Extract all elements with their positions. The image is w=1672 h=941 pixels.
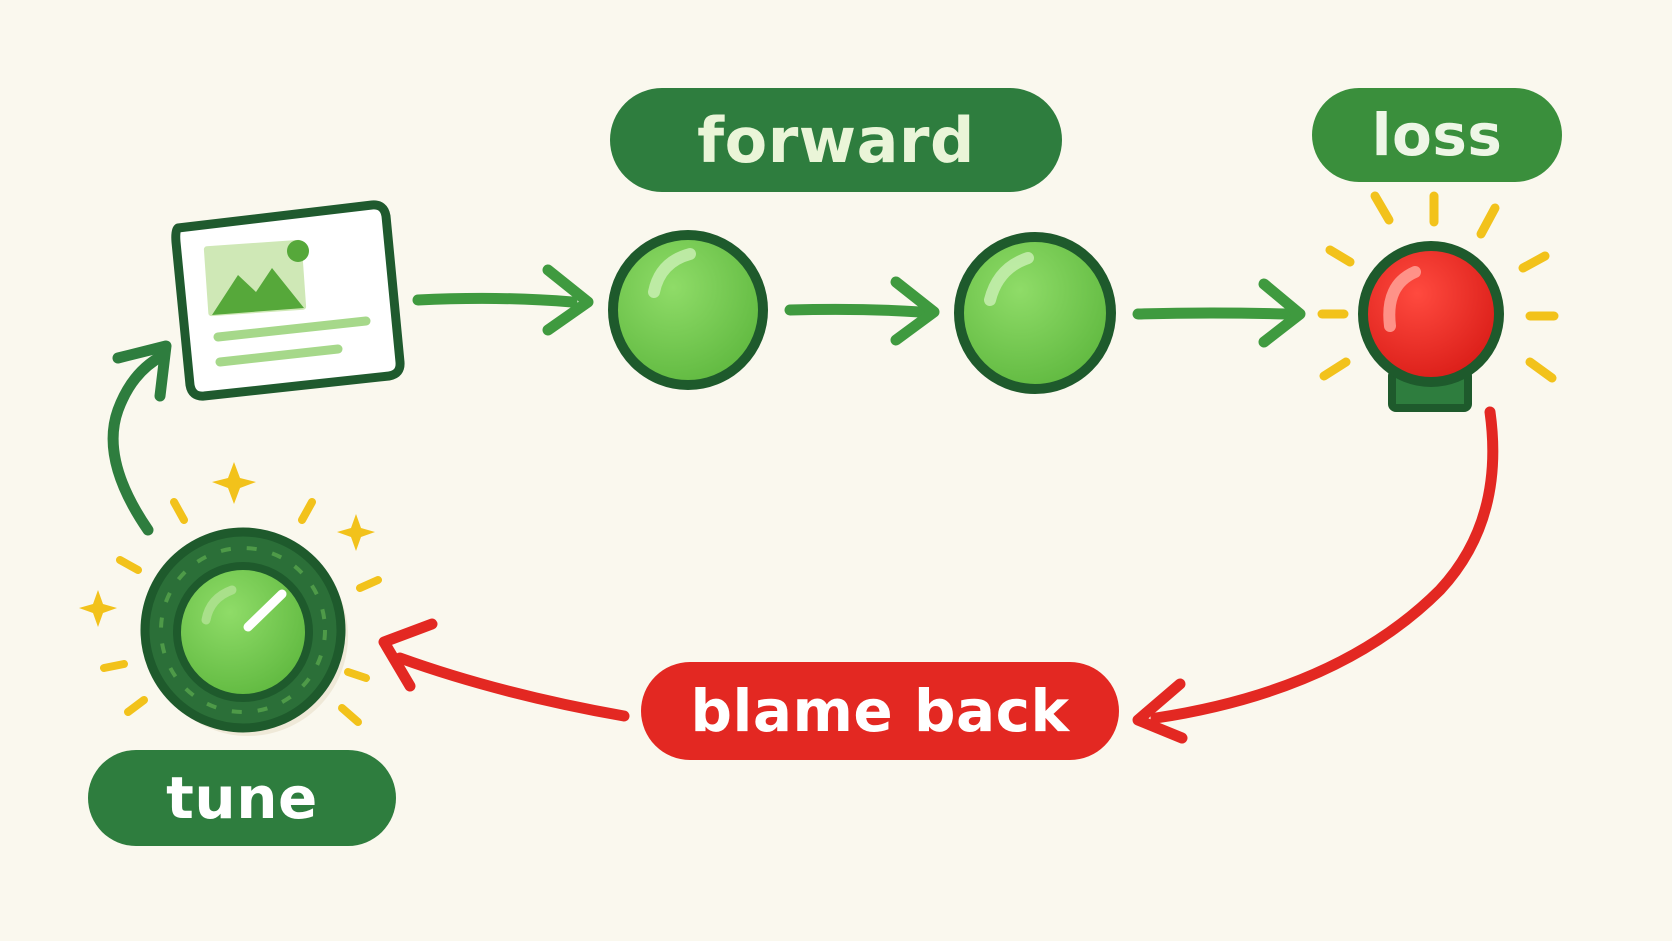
return-arrow bbox=[107, 340, 172, 536]
loss-label: loss bbox=[1312, 88, 1562, 182]
forward-label: forward bbox=[610, 88, 1062, 192]
layer-node-2-icon bbox=[954, 232, 1116, 394]
forward-arrow-3 bbox=[1132, 278, 1306, 348]
blame-back-label: blame back bbox=[641, 662, 1119, 760]
tune-label: tune bbox=[88, 750, 396, 846]
image-card-icon bbox=[171, 200, 405, 401]
backprop-arrow-1 bbox=[1132, 406, 1499, 744]
forward-arrow-1 bbox=[412, 264, 594, 336]
red-bulb-icon bbox=[1317, 191, 1559, 412]
forward-arrow-2 bbox=[784, 276, 940, 346]
dial-knob-icon bbox=[79, 462, 382, 736]
backprop-arrow-2 bbox=[378, 618, 630, 722]
layer-node-1-icon bbox=[608, 230, 768, 390]
